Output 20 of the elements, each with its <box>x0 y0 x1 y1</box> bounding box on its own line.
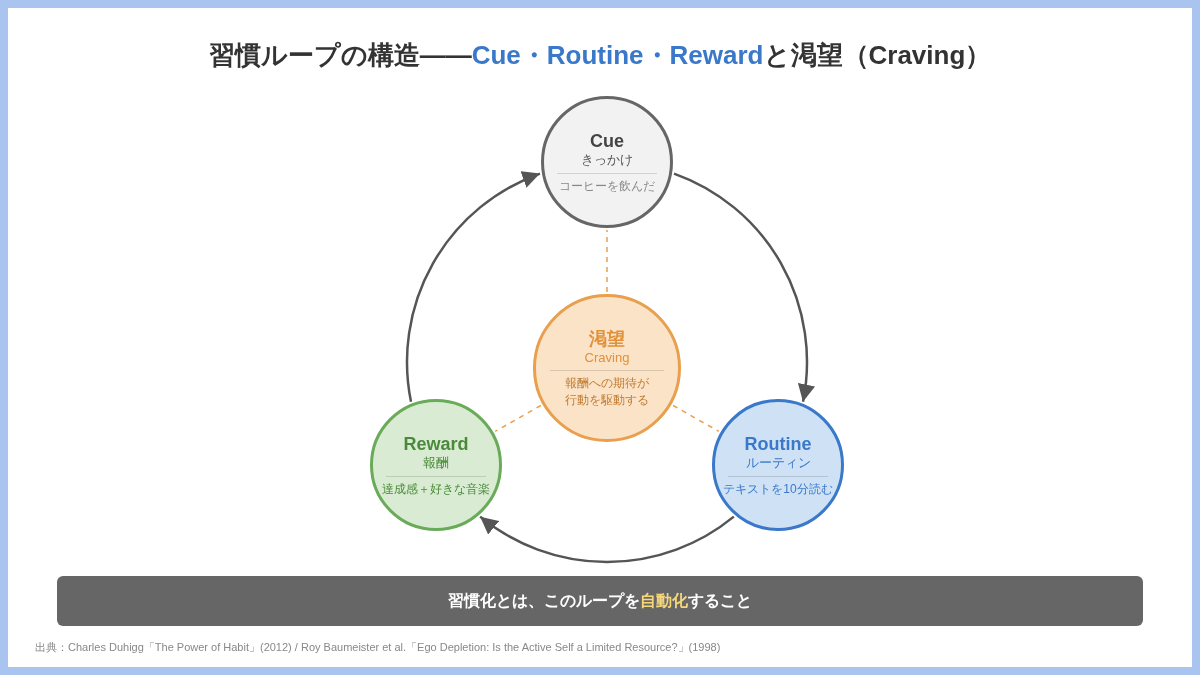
source-note: 出典：Charles Duhigg「The Power of Habit」(2012) / Roy Baumeister et al.「Ego Depletion: Is the Active Self a Limited Resource?」(1998) <box>35 640 721 655</box>
node-subtitle: ルーティン <box>744 455 812 472</box>
title: 習慣ループの構造——Cue・Routine・Rewardと渇望（Craving） <box>207 39 993 72</box>
dashed-connector <box>672 404 720 433</box>
summary-text: 習慣化とは、このループを自動化すること <box>448 591 752 611</box>
arrow <box>479 515 735 563</box>
node-description: コーヒーを飲んだ <box>558 177 656 195</box>
node-title: Cue <box>589 129 625 153</box>
node-subtitle: Craving <box>583 350 631 367</box>
node-title: Routine <box>743 432 813 456</box>
node-title: 渇望 <box>588 327 626 351</box>
node-subtitle: きっかけ <box>580 152 634 169</box>
dashed-connector <box>606 229 608 293</box>
node-description: 報酬への期待が行動を駆動する <box>564 375 650 409</box>
node-subtitle: 報酬 <box>422 455 450 472</box>
dashed-connector <box>494 404 542 433</box>
node-description: 達成感＋好きな音楽 <box>381 480 491 498</box>
summary-banner <box>57 576 1143 626</box>
node-description: テキストを10分読む <box>722 480 834 498</box>
node-title: Reward <box>402 432 470 456</box>
